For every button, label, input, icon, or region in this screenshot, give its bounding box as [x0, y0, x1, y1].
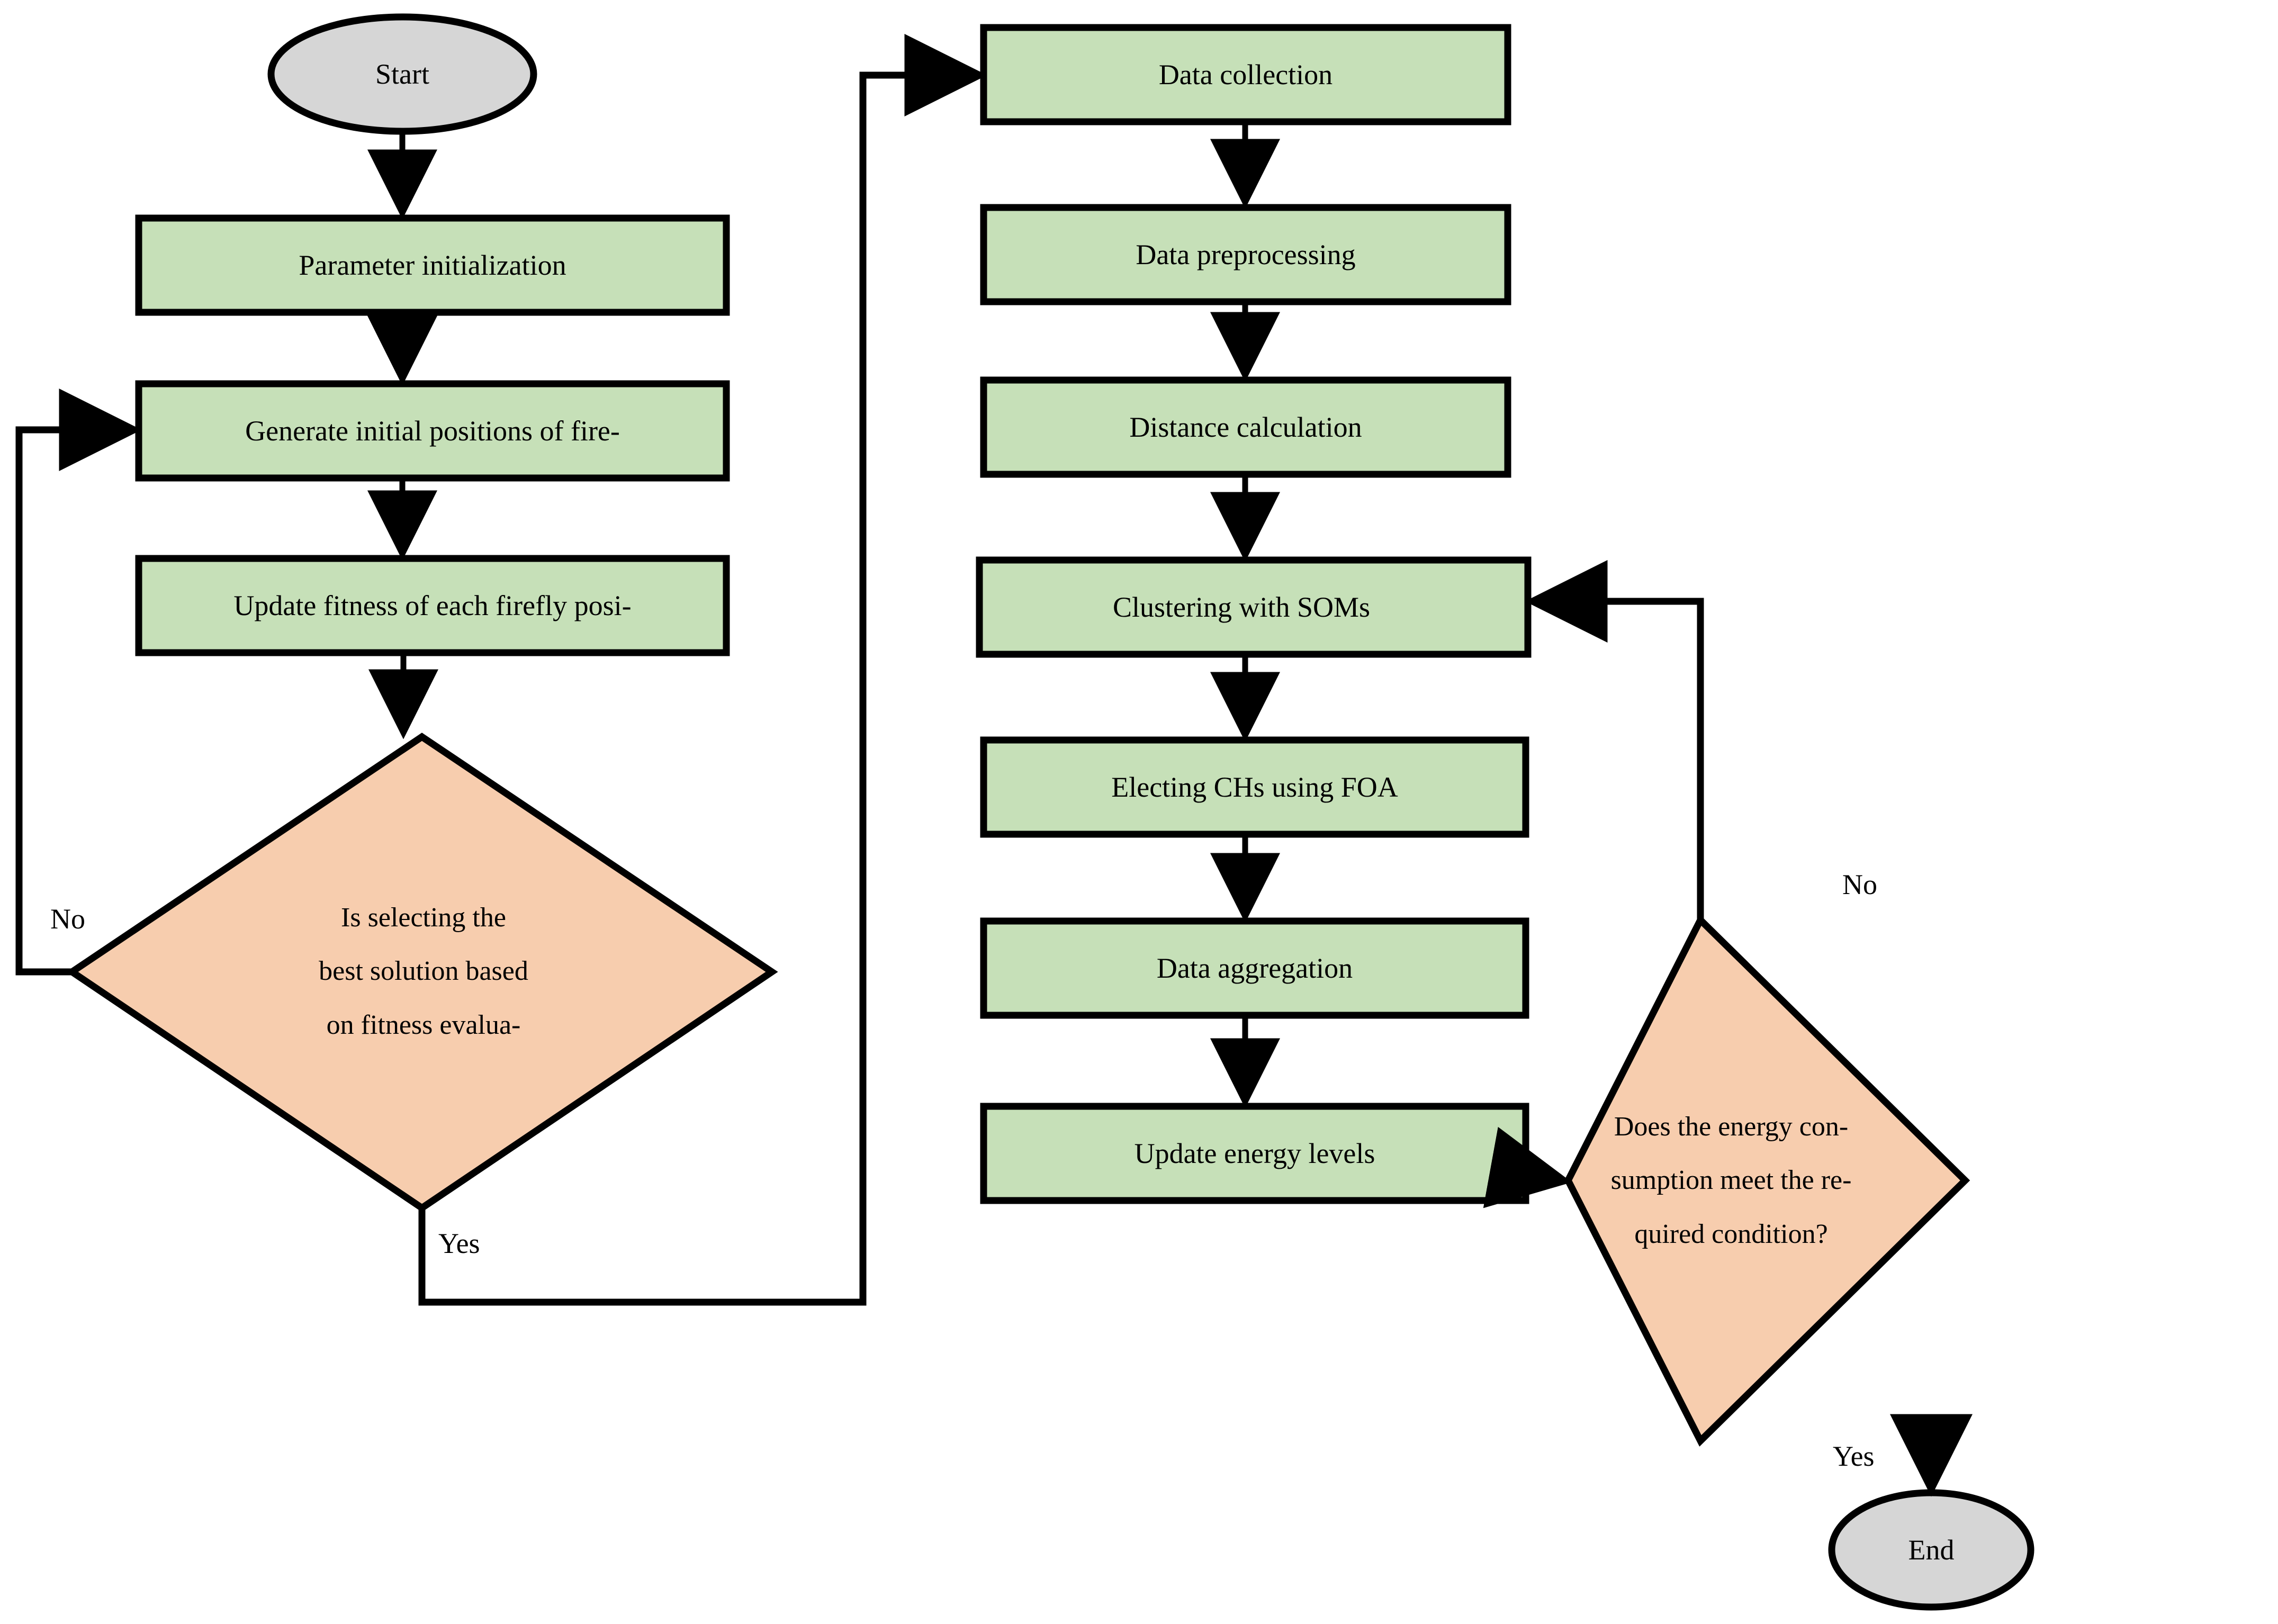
node-update-energy-levels [980, 1103, 1529, 1204]
node-decision-energy-consumption [1564, 914, 1970, 1447]
edge-label-decision-energy-yes: Yes [1833, 1440, 1875, 1472]
edge-label-decision-fitness-yes: Yes [438, 1228, 480, 1259]
node-data-aggregation [980, 917, 1529, 1019]
edge-decision-energy-no-to-clustering [1525, 560, 1704, 920]
node-distance-calculation [980, 376, 1511, 478]
edge-label-decision-fitness-no: No [50, 903, 85, 935]
node-data-preprocessing [980, 204, 1511, 305]
edge-decision-yes-to-datacollection [418, 34, 987, 1306]
node-electing-chs [980, 736, 1529, 838]
node-end [1828, 1489, 2034, 1611]
node-generate-initial-positions [135, 380, 730, 482]
node-data-collection [980, 24, 1511, 125]
node-parameter-initialization [135, 214, 730, 316]
node-decision-best-solution [66, 733, 778, 1212]
edge-updateenergy-to-decision-energy [1483, 1126, 1572, 1208]
edge-decision-no-to-genpos [15, 389, 142, 976]
node-clustering-with-soms [976, 556, 1532, 658]
edge-label-decision-energy-no: No [1842, 869, 1877, 900]
node-start [267, 13, 537, 135]
node-update-fitness [135, 555, 730, 656]
